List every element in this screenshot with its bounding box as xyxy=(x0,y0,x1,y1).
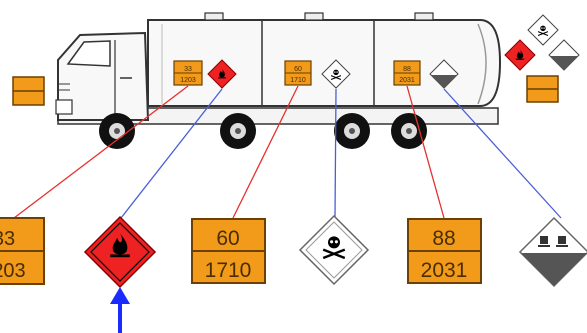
tank-flammable-diamond xyxy=(207,59,237,89)
large-plate-3-bottom: 2031 xyxy=(421,259,468,282)
tank-plate-3-top: 88 xyxy=(403,66,411,73)
tanker-truck xyxy=(55,12,502,149)
large-plate-2: 60 1710 xyxy=(191,218,266,284)
tank-plate-1-top: 33 xyxy=(184,66,192,73)
large-plate-1-top: 33 xyxy=(0,228,15,250)
tank-corrosive-diamond xyxy=(429,59,459,89)
tank-plate-1-bottom: 1203 xyxy=(180,77,196,84)
large-plate-2-bottom: 1710 xyxy=(205,259,252,282)
large-plate-1-bottom: 203 xyxy=(0,260,26,282)
pointer-arrow xyxy=(110,287,130,333)
rear-corrosive-diamond xyxy=(548,39,580,71)
cab xyxy=(55,31,150,121)
rear-flammable-diamond xyxy=(504,39,536,71)
large-flammable-diamond xyxy=(83,215,157,289)
tank-plate-3: 88 2031 xyxy=(393,60,421,86)
tank-toxic-diamond xyxy=(321,59,351,89)
corrosive-icon xyxy=(431,75,457,88)
tank-plate-2-top: 60 xyxy=(294,66,302,73)
corrosive-icon-large xyxy=(521,253,587,286)
large-plate-1: 33 203 xyxy=(0,217,45,285)
large-plate-3: 88 2031 xyxy=(407,218,482,284)
large-toxic-diamond xyxy=(298,214,370,286)
tank-plate-3-bottom: 2031 xyxy=(399,77,415,84)
leader-lines xyxy=(13,85,562,219)
tank-plate-2-bottom: 1710 xyxy=(290,77,306,84)
tank-plate-1: 33 1203 xyxy=(173,60,203,86)
blank-plate-rear xyxy=(526,75,559,103)
wheels xyxy=(99,113,427,149)
tank-plate-2: 60 1710 xyxy=(284,60,312,86)
blank-plate-front xyxy=(12,76,45,106)
rear-toxic-diamond xyxy=(527,14,559,46)
large-corrosive-diamond xyxy=(518,216,587,288)
large-plate-2-top: 60 xyxy=(216,227,239,250)
large-plate-3-top: 88 xyxy=(432,227,455,250)
